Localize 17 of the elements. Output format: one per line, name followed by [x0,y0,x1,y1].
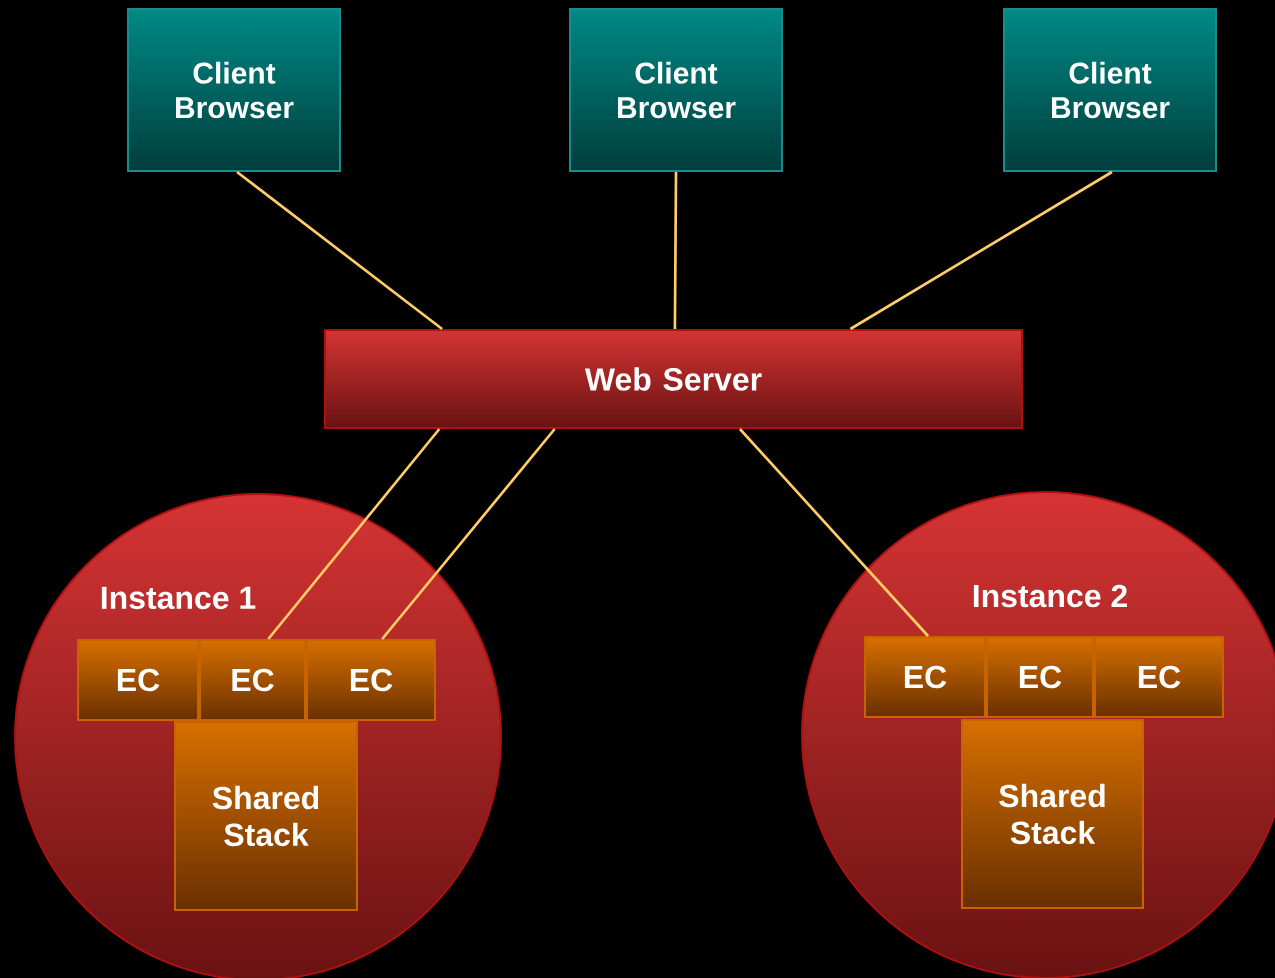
ec-box: EC [306,639,436,721]
client-box: Client Browser [569,8,783,172]
client-box: Client Browser [1003,8,1217,172]
connector-line [849,170,1113,331]
connector-line [236,170,443,331]
connector-line [267,428,441,640]
connector-line [381,428,556,640]
ec-box: EC [986,636,1094,718]
ec-box: EC [864,636,986,718]
server-box: Web Server [324,329,1023,429]
connector-line [673,172,678,329]
ec-box: EC [199,639,306,721]
ec-box: EC [1094,636,1224,718]
ec-box: EC [77,639,199,721]
stack-box: Shared Stack [961,719,1144,909]
client-box: Client Browser [127,8,341,172]
connector-line [738,428,930,637]
